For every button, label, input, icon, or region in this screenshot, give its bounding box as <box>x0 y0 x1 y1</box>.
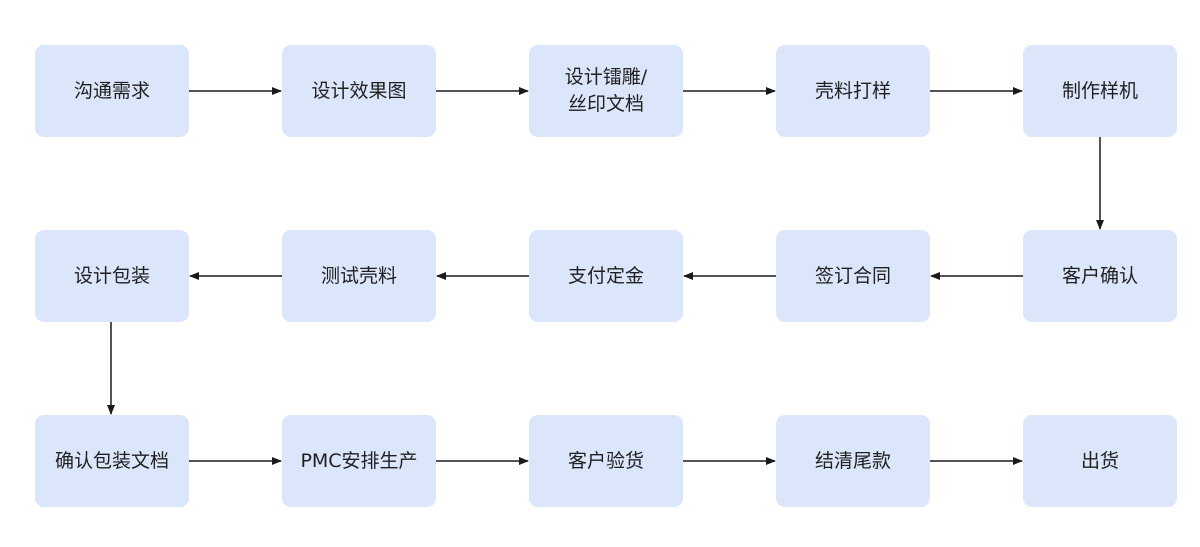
node-pay-deposit: 支付定金 <box>529 230 683 322</box>
node-label: 确认包装文档 <box>54 449 169 472</box>
node-design-packaging: 设计包装 <box>35 230 189 322</box>
node-label: 结清尾款 <box>814 449 891 472</box>
node-communicate-requirements: 沟通需求 <box>35 45 189 137</box>
node-label: 支付定金 <box>567 264 644 287</box>
node-label: PMC安排生产 <box>300 449 418 472</box>
node-label: 设计效果图 <box>311 79 407 102</box>
node-label: 沟通需求 <box>73 79 150 102</box>
node-make-prototype: 制作样机 <box>1023 45 1177 137</box>
node-label: 出货 <box>1080 449 1119 472</box>
node-design-renderings: 设计效果图 <box>282 45 436 137</box>
node-sign-contract: 签订合同 <box>776 230 930 322</box>
node-label: 设计镭雕/ 丝印文档 <box>564 66 648 115</box>
node-label: 制作样机 <box>1061 79 1138 102</box>
node-settle-balance: 结清尾款 <box>776 415 930 507</box>
node-pmc-schedule-production: PMC安排生产 <box>282 415 436 507</box>
node-label: 设计包装 <box>73 264 150 287</box>
node-shell-sampling: 壳料打样 <box>776 45 930 137</box>
node-confirm-packaging-docs: 确认包装文档 <box>35 415 189 507</box>
node-engraving-print-docs: 设计镭雕/ 丝印文档 <box>529 45 683 137</box>
node-label: 测试壳料 <box>320 264 397 287</box>
node-label: 签订合同 <box>814 264 891 287</box>
node-label: 客户验货 <box>567 449 644 472</box>
node-label: 客户确认 <box>1061 264 1138 287</box>
node-customer-confirmation: 客户确认 <box>1023 230 1177 322</box>
node-customer-inspection: 客户验货 <box>529 415 683 507</box>
node-ship: 出货 <box>1023 415 1177 507</box>
node-test-shell: 测试壳料 <box>282 230 436 322</box>
node-label: 壳料打样 <box>814 79 891 102</box>
